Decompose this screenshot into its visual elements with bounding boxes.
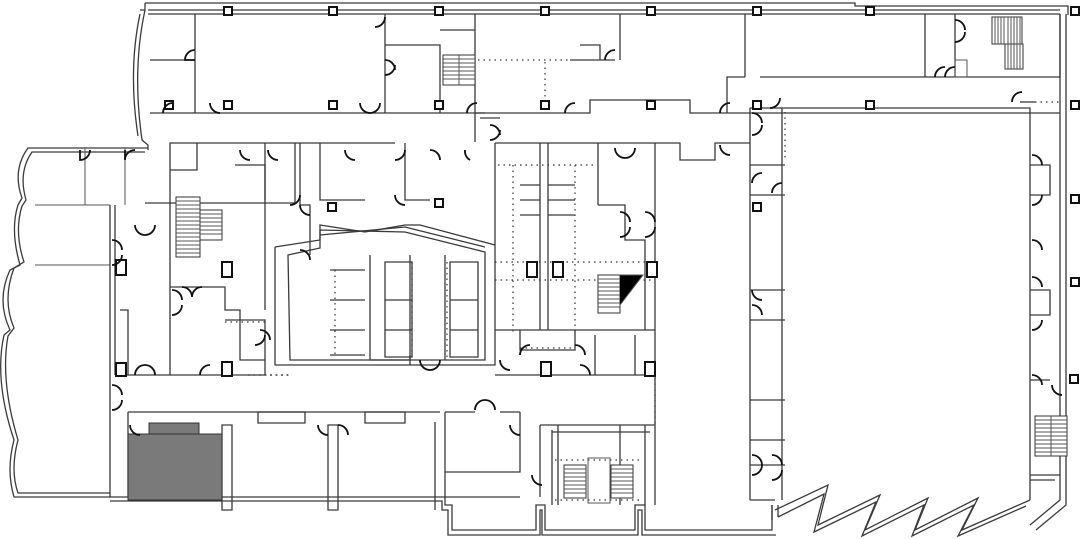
- central-core: [274, 224, 496, 366]
- stair-east-core: [597, 274, 645, 314]
- east-hall: [749, 101, 1060, 501]
- highlighted-room[interactable]: [127, 422, 223, 501]
- stairs: [175, 16, 1068, 499]
- doors: [79, 16, 1063, 486]
- west-core: [114, 142, 430, 376]
- stair-south-right: [610, 464, 634, 499]
- stair-north-center: [442, 54, 476, 86]
- north-wing: [150, 14, 1061, 142]
- stair-south-left: [563, 464, 587, 499]
- stair-northeast: [991, 16, 1024, 70]
- closet: [954, 59, 968, 78]
- elevator-core: [494, 142, 750, 376]
- stair-southeast: [1034, 415, 1068, 457]
- columns: [115, 6, 1080, 384]
- stair-west: [175, 196, 223, 258]
